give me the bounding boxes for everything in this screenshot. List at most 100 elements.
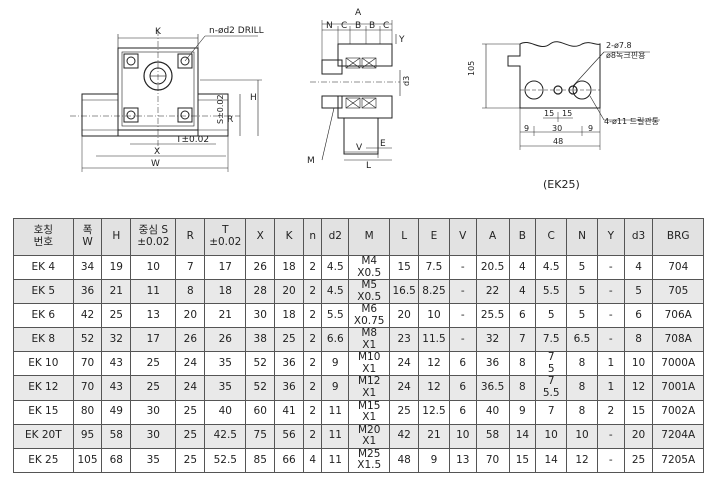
table-cell: 2 <box>302 279 323 305</box>
table-cell-text: 705 <box>668 284 689 297</box>
label-t: T±0.02 <box>175 135 209 145</box>
table-cell: 35 <box>204 351 247 377</box>
table-cell-text: 36 <box>485 357 500 370</box>
table-cell-text: 25 <box>109 308 123 321</box>
table-cell: 5 <box>566 279 598 305</box>
table-cell-text: 105 <box>77 453 98 466</box>
table-cell: 13 <box>448 447 477 473</box>
table-cell: 12 <box>623 375 654 401</box>
table-cell: 24 <box>175 351 206 377</box>
table-cell: 24 <box>389 375 420 401</box>
label-b2: B <box>369 21 375 31</box>
table-cell: 11 <box>321 447 350 473</box>
table-cell: 20 <box>389 303 420 329</box>
table-cell-text: 95 <box>80 429 95 442</box>
table-cell-text: X1 <box>362 435 377 448</box>
column-header: E <box>418 218 450 256</box>
table-cell-text: EK 15 <box>28 405 59 418</box>
label-k: K <box>155 27 162 37</box>
table-cell-text: 6.5 <box>573 333 591 346</box>
column-header-text: K <box>285 230 293 243</box>
table-cell: 7205A <box>652 447 704 473</box>
table-cell-text: X0.5 <box>357 290 382 303</box>
table-cell-text: 70 <box>80 381 95 394</box>
table-cell-text: 56 <box>282 429 296 442</box>
table-cell: 52 <box>72 327 103 353</box>
table-cell-text: 6 <box>519 308 526 321</box>
column-header-text: Y <box>607 230 615 243</box>
column-header-text: B <box>518 230 526 243</box>
table-cell-text: 12.5 <box>422 405 446 418</box>
table-cell: 13 <box>130 303 177 329</box>
table-cell-text: 25 <box>397 405 411 418</box>
table-cell-text: 9 <box>430 453 438 466</box>
table-cell: 38 <box>245 327 276 353</box>
table-cell-text: 42.5 <box>213 429 237 442</box>
table-cell-text: X1 <box>362 387 377 400</box>
table-cell-text: EK 8 <box>31 333 56 346</box>
column-header-text: T <box>222 224 229 237</box>
label-d3: d3 <box>402 76 411 86</box>
table-cell-text: 6 <box>635 308 642 321</box>
table-cell: 35 <box>130 447 177 473</box>
table-cell-text: 2 <box>309 333 316 346</box>
table-cell-text: 5 <box>547 362 555 375</box>
table-cell: 32 <box>101 327 132 353</box>
table-cell-text: M4 <box>361 255 378 267</box>
table-cell: 30 <box>130 423 177 449</box>
table-cell: 80 <box>72 399 103 425</box>
table-cell: 8 <box>623 327 654 353</box>
table-cell-text: 7000A <box>661 357 696 370</box>
table-cell: 7 <box>535 399 568 425</box>
column-header: M <box>348 218 391 256</box>
table-cell: 2 <box>302 351 323 377</box>
column-header-text: ±0.02 <box>137 236 170 248</box>
table-cell-text: - <box>608 284 613 297</box>
table-cell-text: 35 <box>218 357 232 370</box>
table-cell: EK 25 <box>13 447 74 473</box>
table-cell: 25 <box>130 351 177 377</box>
table-cell-text: 26 <box>253 260 267 273</box>
label-105: 105 <box>467 61 476 76</box>
table-cell: 5.5 <box>321 303 350 329</box>
table-cell: - <box>596 254 625 281</box>
table-cell-text: - <box>460 260 465 273</box>
label-w: W <box>151 159 160 169</box>
table-cell-text: 75 <box>253 429 267 442</box>
table-cell: 25 <box>274 327 304 353</box>
table-cell: 10 <box>448 423 477 449</box>
table-cell: 708A <box>652 327 704 353</box>
label-v: V <box>356 143 363 153</box>
table-cell: 6 <box>623 303 654 329</box>
table-cell-text: 42 <box>397 429 411 442</box>
side-view <box>310 20 401 161</box>
table-cell-text: EK 12 <box>28 381 59 394</box>
table-cell: 30 <box>245 303 276 329</box>
label-x: X <box>154 147 160 157</box>
table-cell-text: 20 <box>183 308 198 321</box>
table-cell: 17 <box>130 327 177 353</box>
table-cell: 24 <box>389 351 420 377</box>
table-cell: 7 <box>508 327 537 353</box>
table-cell-text: 6 <box>459 381 467 394</box>
table-cell-text: 22 <box>485 284 500 297</box>
table-cell: 85 <box>245 447 276 473</box>
column-header-text: E <box>430 230 438 243</box>
table-cell: 43 <box>101 375 132 401</box>
table-cell: 15 <box>389 254 420 281</box>
table-cell: 58 <box>101 423 132 449</box>
table-cell: 10 <box>130 254 177 281</box>
table-cell: 12 <box>418 351 450 377</box>
table-cell-text: 7205A <box>661 453 696 466</box>
table-cell-text: 4 <box>635 260 642 273</box>
table-cell: EK 15 <box>13 399 74 425</box>
table-cell: 22 <box>475 279 510 305</box>
table-cell-text: 8 <box>186 284 194 297</box>
table-cell-text: 21 <box>218 308 232 321</box>
